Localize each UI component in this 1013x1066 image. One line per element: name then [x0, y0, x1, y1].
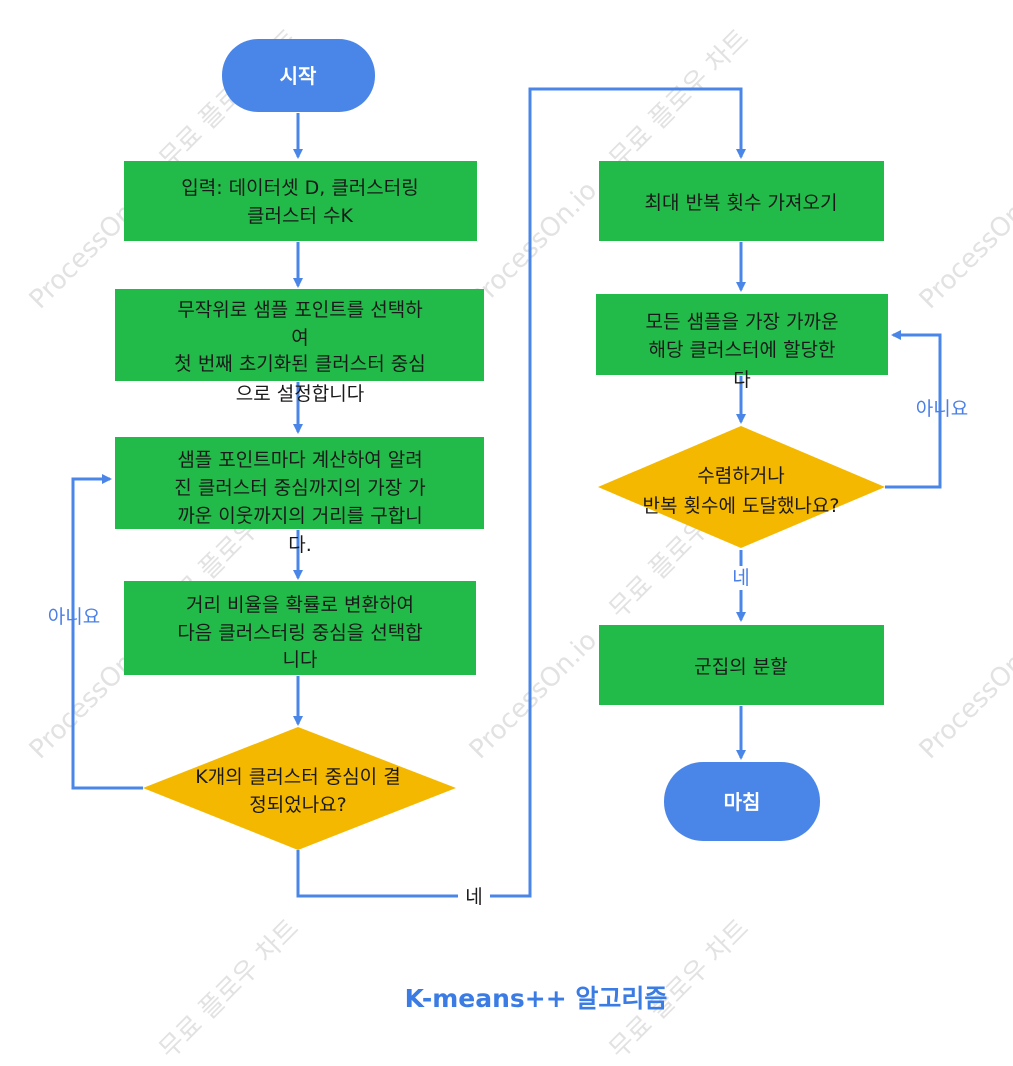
watermark: ProcessOn.io: [914, 176, 1013, 315]
node-assign: 모든 샘플을 가장 가까운 해당 클러스터에 할당한 다: [596, 294, 888, 391]
node-assign-label: 다: [733, 369, 750, 391]
node-decide-k-label: 정되었나요?: [249, 794, 347, 816]
node-input: 입력: 데이터셋 D, 클러스터링 클러스터 수K: [124, 161, 477, 241]
node-end: 마침: [664, 762, 820, 841]
node-distance-label: 진 클러스터 중심까지의 가장 가: [174, 477, 425, 499]
edge-label-no-left: 아니요: [48, 606, 100, 628]
node-end-label: 마침: [724, 790, 761, 814]
watermark: 무료 플로우 차트: [154, 914, 305, 1065]
node-prob: 거리 비율을 확률로 변환하여 다음 클러스터링 중심을 선택합 니다: [124, 581, 476, 675]
edge-converge-no-loop: [885, 330, 942, 489]
node-decide-k-label: K개의 클러스터 중심이 결: [195, 766, 400, 788]
edges: [71, 87, 942, 898]
edge-label-bg: [458, 882, 490, 908]
node-converge-label: 수렴하거나: [697, 465, 784, 487]
node-partition: 군집의 분할: [599, 625, 884, 705]
watermark: ProcessOn.io: [914, 626, 1013, 765]
node-converge-label: 반복 횟수에 도달했나요?: [643, 495, 840, 517]
node-prob-label: 니다: [283, 649, 318, 671]
node-assign-label: 해당 클러스터에 할당한: [649, 339, 836, 361]
node-partition-label: 군집의 분할: [694, 656, 787, 678]
node-prob-label: 다음 클러스터링 중심을 선택합: [177, 622, 422, 644]
edge-label-no-right: 아니요: [916, 398, 968, 420]
node-prob-label: 거리 비율을 확률로 변환하여: [186, 594, 414, 616]
diagram-title: K-means++ 알고리즘: [405, 984, 668, 1013]
watermark: ProcessOn.io: [464, 626, 603, 765]
edge-label-yes-right: 네: [732, 567, 749, 589]
edge-label-yes-bottom: 네: [465, 886, 482, 908]
edge-decide-yes: [296, 87, 746, 898]
node-random-label: 여: [291, 327, 308, 349]
node-max-iter-label: 최대 반복 횟수 가져오기: [645, 192, 838, 214]
node-max-iter: 최대 반복 횟수 가져오기: [599, 161, 884, 241]
node-assign-label: 모든 샘플을 가장 가까운: [646, 311, 839, 333]
node-random-label: 으로 설정합니다: [236, 383, 364, 405]
edge-label-bg: [726, 566, 756, 590]
node-random-label: 첫 번째 초기화된 클러스터 중심: [174, 353, 425, 375]
node-converge: 수렴하거나 반복 횟수에 도달했나요?: [598, 426, 885, 548]
node-input-label: 클러스터 수K: [247, 205, 353, 227]
node-random-label: 무작위로 샘플 포인트를 선택하: [177, 299, 422, 321]
node-distance-label: 샘플 포인트마다 계산하여 알려: [177, 449, 422, 471]
watermark: ProcessOn.io: [464, 176, 603, 315]
edge-decide-no-loop: [71, 474, 143, 790]
node-start: 시작: [222, 39, 375, 112]
node-distance-label: 다.: [288, 534, 312, 556]
node-input-label: 입력: 데이터셋 D, 클러스터링: [181, 177, 418, 199]
node-distance: 샘플 포인트마다 계산하여 알려 진 클러스터 중심까지의 가장 가 까운 이웃…: [115, 437, 484, 556]
node-random: 무작위로 샘플 포인트를 선택하 여 첫 번째 초기화된 클러스터 중심 으로 …: [115, 289, 484, 405]
node-start-label: 시작: [280, 64, 317, 88]
watermark: 무료 플로우 차트: [604, 24, 755, 175]
node-distance-label: 까운 이웃까지의 거리를 구합니: [177, 505, 422, 527]
node-decide-k: K개의 클러스터 중심이 결 정되었나요?: [143, 727, 456, 850]
